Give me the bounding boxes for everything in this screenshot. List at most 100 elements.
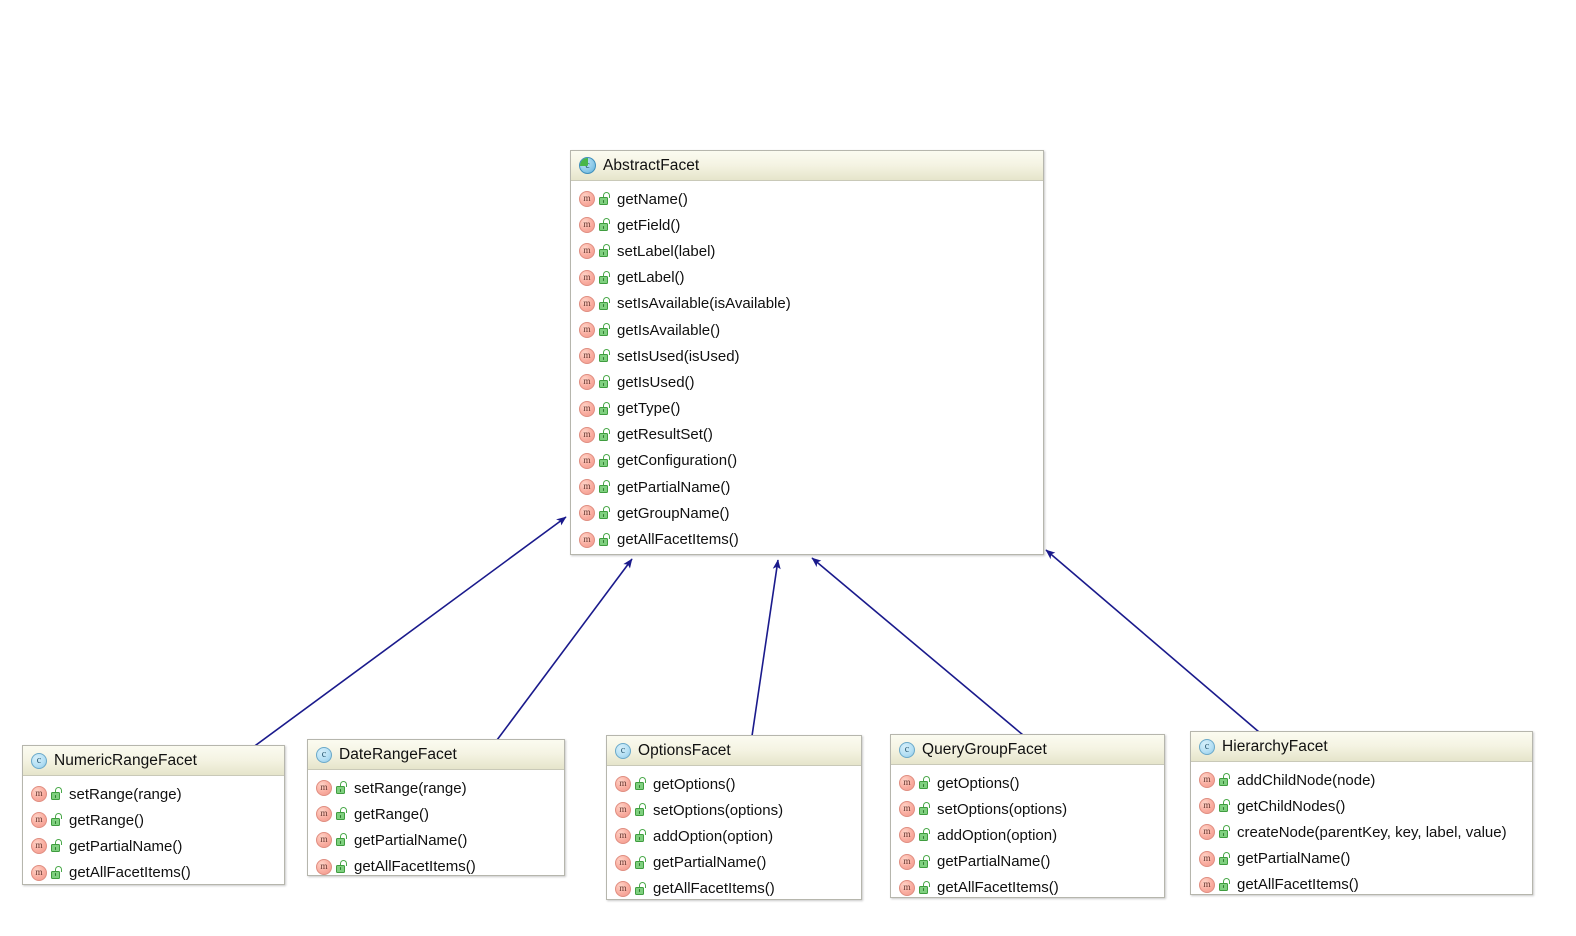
method-icon: m bbox=[615, 776, 631, 793]
open-padlock-icon bbox=[599, 323, 611, 337]
method-signature-label: getName() bbox=[617, 190, 688, 208]
method-icon: m bbox=[316, 858, 332, 875]
open-padlock-icon bbox=[51, 839, 63, 853]
method-signature-label: getPartialName() bbox=[354, 831, 468, 849]
class-name-label: NumericRangeFacet bbox=[54, 751, 197, 769]
method-signature-label: getRange() bbox=[354, 805, 430, 823]
open-padlock-icon bbox=[919, 880, 931, 895]
method-icon: m bbox=[31, 786, 47, 803]
generalization-edge-hierarchy-facet[interactable] bbox=[1045, 549, 1260, 733]
class-member-row[interactable]: m setRange(range) bbox=[23, 781, 284, 807]
method-signature-label: getGroupName() bbox=[617, 504, 730, 522]
method-signature-label: getAllFacetItems() bbox=[617, 531, 739, 549]
open-padlock-icon bbox=[51, 787, 63, 801]
open-padlock-icon bbox=[599, 401, 611, 416]
open-padlock-icon bbox=[635, 803, 647, 817]
open-padlock-icon bbox=[1219, 825, 1231, 839]
method-signature-label: setRange(range) bbox=[69, 785, 182, 803]
method-signature-label: getLabel() bbox=[617, 269, 685, 287]
method-signature-label: getOptions() bbox=[653, 775, 736, 793]
method-signature-label: setOptions(options) bbox=[937, 800, 1068, 818]
generalization-edge-options-facet[interactable] bbox=[751, 559, 781, 737]
open-padlock-icon bbox=[599, 349, 611, 363]
method-icon: m bbox=[316, 780, 332, 797]
class-member-row[interactable]: m addOption(option) bbox=[607, 823, 861, 849]
generalization-edge-date-range-facet[interactable] bbox=[496, 558, 633, 741]
method-icon: m bbox=[615, 828, 631, 845]
method-signature-label: getIsAvailable() bbox=[617, 321, 721, 339]
class-member-row[interactable]: m getOptions() bbox=[891, 770, 1164, 796]
method-icon: m bbox=[1199, 798, 1215, 815]
method-icon: m bbox=[579, 426, 595, 443]
open-padlock-icon bbox=[599, 218, 611, 232]
class-icon: c bbox=[316, 746, 332, 763]
method-icon: m bbox=[579, 400, 595, 417]
method-icon: m bbox=[899, 853, 915, 870]
class-member-row[interactable]: m getType() bbox=[571, 396, 1043, 422]
method-signature-label: getType() bbox=[617, 400, 681, 418]
open-padlock-icon bbox=[51, 813, 63, 827]
class-header-date-range-facet[interactable]: c DateRangeFacet bbox=[308, 740, 564, 770]
method-icon: m bbox=[31, 812, 47, 829]
class-icon: c bbox=[899, 741, 915, 758]
class-name-label: AbstractFacet bbox=[603, 156, 700, 174]
generalization-edge-query-group-facet[interactable] bbox=[811, 557, 1024, 736]
method-icon: m bbox=[899, 775, 915, 792]
open-padlock-icon bbox=[599, 375, 611, 389]
method-signature-label: getAllFacetItems() bbox=[1237, 876, 1359, 894]
method-icon: m bbox=[1199, 876, 1215, 893]
method-signature-label: getOptions() bbox=[937, 774, 1020, 792]
generalization-edge-numeric-range-facet[interactable] bbox=[251, 516, 567, 749]
method-signature-label: addOption(option) bbox=[937, 826, 1058, 844]
open-padlock-icon bbox=[599, 244, 611, 258]
class-member-row[interactable]: m getAllFacetItems() bbox=[1191, 872, 1532, 894]
class-member-row[interactable]: m getOptions() bbox=[607, 771, 861, 797]
class-name-label: DateRangeFacet bbox=[339, 745, 457, 763]
method-signature-label: addOption(option) bbox=[653, 827, 774, 845]
